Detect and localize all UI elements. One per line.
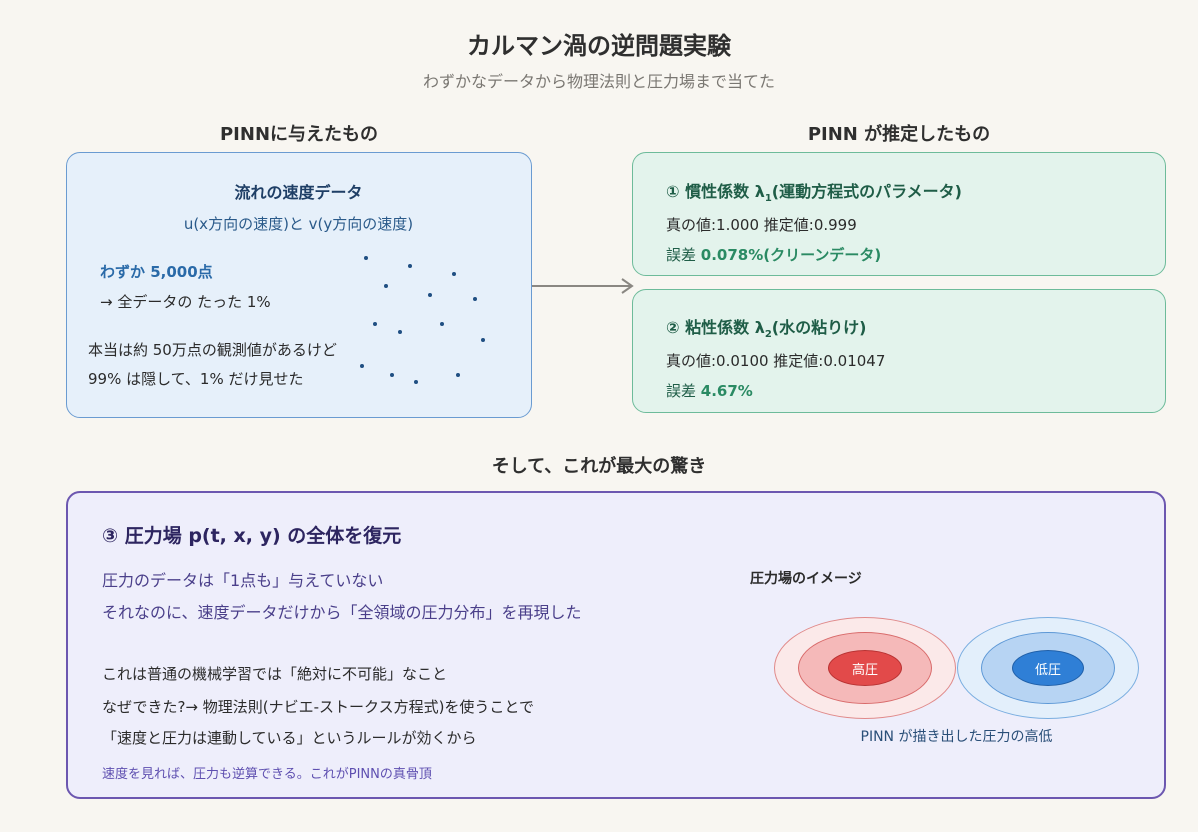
- page-title: カルマン渦の逆問題実験: [467, 32, 731, 60]
- surprise-caption: そして、これが最大の驚き: [491, 456, 707, 477]
- sample-dot: [456, 373, 460, 377]
- viscosity-coefficient-card: ② 粘性係数 λ2(水の粘りけ) 真の値:0.0100 推定値:0.01047 …: [632, 289, 1166, 413]
- input-line-hidden: 99% は隠して、1% だけ見せた: [88, 370, 304, 388]
- viscosity-title-suffix: (水の粘りけ): [771, 318, 867, 337]
- inertia-error-note: (クリーンデータ): [763, 246, 882, 264]
- inertia-coefficient-card: ① 慣性係数 λ1(運動方程式のパラメータ) 真の値:1.000 推定値:0.9…: [632, 152, 1166, 276]
- inertia-error-value: 0.078%: [700, 246, 764, 264]
- viscosity-title-prefix: ② 粘性係数 λ: [666, 318, 765, 337]
- viscosity-error-label: 誤差: [666, 382, 697, 400]
- right-column-heading: PINN が推定したもの: [807, 124, 991, 145]
- inertia-title-prefix: ① 慣性係数 λ: [666, 182, 765, 201]
- sample-dot: [398, 330, 402, 334]
- high-pressure-label: 高圧: [851, 662, 878, 678]
- pressure-image-heading: 圧力場のイメージ: [750, 571, 862, 587]
- pressure-line-5: 「速度と圧力は連動している」というルールが効くから: [102, 729, 477, 747]
- pressure-line-2: それなのに、速度データだけから「全領域の圧力分布」を再現した: [102, 603, 582, 622]
- input-box-title: 流れの速度データ: [234, 183, 363, 202]
- page-subtitle: わずかなデータから物理法則と圧力場まで当てた: [422, 72, 775, 91]
- input-data-box: 流れの速度データ u(x方向の速度)と v(y方向の速度) わずか 5,000点…: [66, 152, 532, 418]
- viscosity-card-title: ② 粘性係数 λ2(水の粘りけ): [666, 314, 866, 340]
- sample-dot: [440, 322, 444, 326]
- low-pressure-core: 低圧: [1012, 650, 1084, 686]
- inertia-title-suffix: (運動方程式のパラメータ): [771, 182, 962, 201]
- sample-dot: [384, 284, 388, 288]
- sample-dot: [408, 264, 412, 268]
- sample-dot: [473, 297, 477, 301]
- input-line-percent: → 全データの たった 1%: [100, 293, 271, 311]
- sample-dot: [390, 373, 394, 377]
- viscosity-error: 誤差 4.67%: [666, 380, 753, 401]
- inertia-error-label: 誤差: [666, 246, 697, 264]
- inertia-values: 真の値:1.000 推定値:0.999: [666, 216, 857, 234]
- viscosity-error-value: 4.67%: [700, 382, 753, 400]
- high-pressure-core: 高圧: [828, 650, 902, 686]
- input-box-subtitle: u(x方向の速度)と v(y方向の速度): [183, 215, 414, 233]
- input-line-total: 本当は約 50万点の観測値があるけど: [88, 341, 337, 359]
- arrow-icon: [532, 278, 634, 294]
- inertia-title-sub: 1: [764, 193, 772, 205]
- pressure-line-3: これは普通の機械学習では「絶対に不可能」なこと: [102, 665, 448, 683]
- sample-dot: [481, 338, 485, 342]
- left-column-heading: PINNに与えたもの: [219, 124, 379, 145]
- inertia-error: 誤差 0.078%(クリーンデータ): [666, 244, 881, 265]
- sample-dot: [452, 272, 456, 276]
- pressure-reconstruction-box: ③ 圧力場 p(t, x, y) の全体を復元 圧力のデータは「1点も」与えてい…: [66, 491, 1166, 799]
- pressure-note: 速度を見れば、圧力も逆算できる。これがPINNの真骨頂: [102, 767, 432, 782]
- inertia-card-title: ① 慣性係数 λ1(運動方程式のパラメータ): [666, 178, 962, 204]
- sample-dot: [373, 322, 377, 326]
- input-line-count: わずか 5,000点: [100, 263, 213, 281]
- sample-dot: [364, 256, 368, 260]
- sample-dot: [414, 380, 418, 384]
- sample-dot: [428, 293, 432, 297]
- pressure-line-4: なぜできた?→ 物理法則(ナビエ-ストークス方程式)を使うことで: [102, 698, 534, 716]
- low-pressure-label: 低圧: [1034, 662, 1061, 678]
- viscosity-values: 真の値:0.0100 推定値:0.01047: [666, 352, 886, 370]
- sample-dot: [360, 364, 364, 368]
- pressure-image-caption: PINN が描き出した圧力の高低: [860, 729, 1053, 745]
- pressure-box-title: ③ 圧力場 p(t, x, y) の全体を復元: [102, 525, 402, 547]
- pressure-line-1: 圧力のデータは「1点も」与えていない: [102, 571, 384, 590]
- viscosity-title-sub: 2: [764, 329, 772, 341]
